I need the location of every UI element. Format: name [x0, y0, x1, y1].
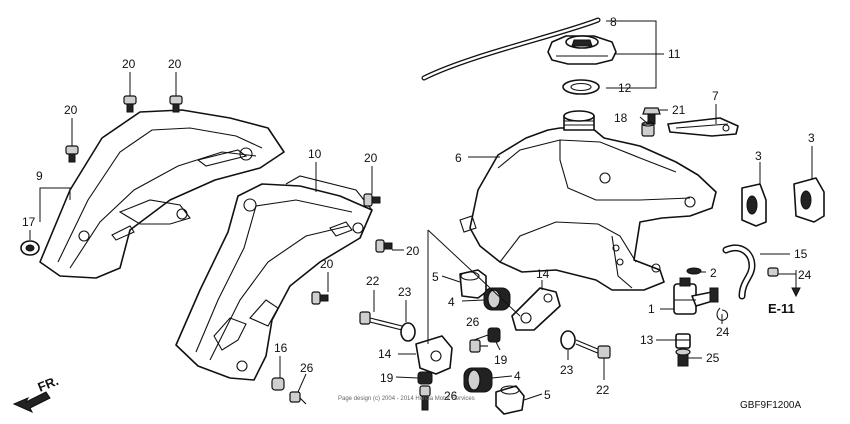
callout-4b: 4	[514, 369, 521, 383]
washer-23-right	[560, 330, 576, 350]
tank-bracket	[667, 117, 739, 137]
bolt-26-center	[469, 339, 488, 353]
callout-11: 11	[668, 47, 681, 61]
front-direction-label: FR.	[36, 373, 61, 395]
washer-23-left	[400, 322, 416, 342]
callout-17: 17	[22, 215, 36, 229]
front-direction-arrow	[12, 391, 51, 414]
section-ref-e11: E-11	[768, 301, 795, 316]
callout-10: 10	[308, 147, 322, 161]
nut-19-lower	[417, 371, 433, 385]
bolt-20-d	[363, 193, 381, 207]
collar-16	[271, 377, 285, 391]
callout-23b: 23	[560, 363, 574, 377]
fuel-valve	[673, 277, 719, 315]
rubber-mount-right	[793, 177, 825, 223]
clip-24-upper	[767, 267, 779, 277]
page-credit: Page design (c) 2004 - 2014 Honda Motor …	[338, 396, 475, 402]
callout-19a: 19	[494, 353, 508, 367]
callout-numbers: 8 11 12 7 21 18 6 3 3 15 24 2 1 24 13 25…	[22, 15, 815, 411]
callout-24a: 24	[798, 268, 812, 282]
callout-22b: 22	[596, 383, 610, 397]
clip-24-lower	[716, 307, 729, 321]
callout-3a: 3	[755, 149, 762, 163]
bolt-21	[642, 107, 661, 125]
callout-23a: 23	[398, 285, 412, 299]
callout-5b: 5	[544, 388, 551, 402]
callout-3b: 3	[808, 131, 815, 145]
callout-20c: 20	[64, 103, 78, 117]
callout-4a: 4	[448, 295, 455, 309]
callout-16: 16	[274, 341, 288, 355]
callout-20a: 20	[122, 57, 136, 71]
callout-20e: 20	[406, 244, 420, 258]
cap-gasket	[562, 79, 600, 95]
collar-5-lower	[495, 385, 525, 415]
callout-20b: 20	[168, 57, 182, 71]
bracket-14-right	[511, 287, 561, 331]
grommet-17	[20, 240, 40, 256]
bolt-20-a	[123, 95, 137, 113]
right-shroud-inner	[175, 175, 373, 381]
bolt-20-f	[311, 291, 329, 305]
callout-2: 2	[710, 266, 717, 280]
callout-24b: 24	[716, 325, 730, 339]
o-ring-2	[686, 267, 702, 275]
callout-14b: 14	[536, 267, 550, 281]
collar-5-upper	[459, 269, 487, 299]
rubber-4-lower	[463, 367, 493, 393]
bolt-20-e	[375, 239, 393, 253]
bracket-14-left	[415, 335, 453, 375]
collar-18	[641, 121, 655, 137]
callout-21: 21	[672, 103, 686, 117]
callout-26b: 26	[466, 315, 480, 329]
callout-25: 25	[706, 351, 720, 365]
screw-25	[675, 348, 691, 367]
callout-19b: 19	[380, 371, 394, 385]
bolt-22-right	[575, 339, 611, 359]
callout-8: 8	[610, 15, 617, 29]
callout-22a: 22	[366, 274, 380, 288]
callout-5a: 5	[432, 270, 439, 284]
callout-20d: 20	[364, 151, 378, 165]
bolt-22-left	[359, 311, 403, 331]
callout-26c: 26	[444, 389, 458, 403]
callout-1: 1	[648, 302, 655, 316]
nut-19-right	[487, 327, 501, 343]
fuel-tank	[459, 110, 717, 291]
callout-26a: 26	[300, 361, 314, 375]
callout-14a: 14	[378, 347, 392, 361]
leader-lines	[29, 20, 813, 401]
callout-6: 6	[455, 151, 462, 165]
bolt-26-lower	[419, 385, 431, 411]
fuel-cap	[547, 35, 617, 65]
callout-18: 18	[614, 111, 628, 125]
callout-15: 15	[794, 247, 808, 261]
bolt-26-left	[289, 391, 307, 405]
fuel-filter-cup	[675, 333, 691, 349]
diagram-code: GBF9F1200A	[740, 400, 801, 411]
rubber-4-upper	[483, 287, 511, 311]
rubber-mount-left	[741, 183, 767, 227]
callout-12: 12	[618, 81, 632, 95]
callout-9: 9	[36, 169, 43, 183]
callout-7: 7	[712, 89, 719, 103]
bolt-20-c	[65, 145, 79, 163]
left-shroud-outer	[39, 109, 285, 279]
callout-13: 13	[640, 333, 654, 347]
callout-20f: 20	[320, 257, 334, 271]
